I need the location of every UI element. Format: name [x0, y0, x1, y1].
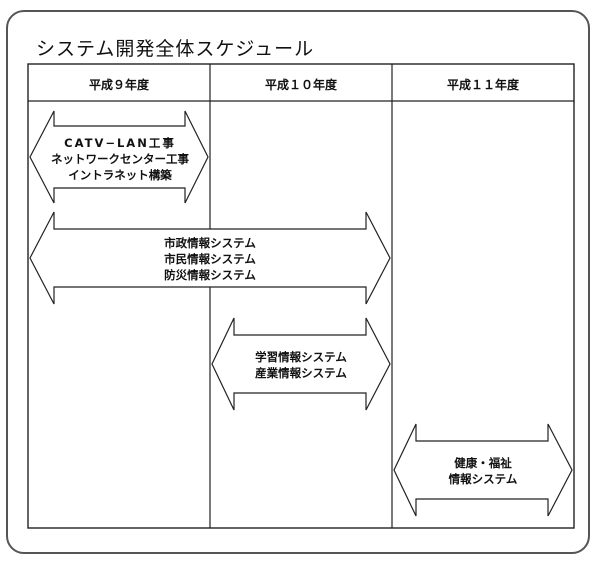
phase-line: 学習情報システム — [255, 350, 347, 364]
phase-arrow-h10 — [211, 317, 391, 411]
phase-line: 産業情報システム — [255, 366, 347, 380]
phase-label-h10: 学習情報システム 産業情報システム — [214, 349, 388, 381]
phase-line: 情報システム — [448, 472, 518, 486]
phase-line: イントラネット構築 — [68, 168, 172, 182]
phase-arrow-h11 — [393, 423, 573, 517]
phase-line: 市民情報システム — [164, 252, 256, 266]
phase-label-h11: 健康・福祉 情報システム — [396, 455, 570, 487]
phase-label-h9: CATV−LAN工事 ネットワークセンター工事 イントラネット構築 — [32, 135, 208, 183]
year-header-h9: 平成９年度 — [88, 78, 149, 92]
phase-line: 市政情報システム — [164, 236, 256, 250]
phase-line: CATV−LAN工事 — [64, 136, 176, 150]
phase-label-h9-h10: 市政情報システム 市民情報システム 防災情報システム — [110, 235, 310, 283]
year-header-h11: 平成１１年度 — [446, 78, 519, 92]
phase-line: ネットワークセンター工事 — [51, 152, 189, 166]
diagram-title: システム開発全体スケジュール — [36, 38, 315, 60]
phase-line: 防災情報システム — [164, 268, 256, 282]
phase-arrow-h9-h10 — [29, 211, 391, 305]
schedule-table-border — [27, 63, 575, 529]
year-header-h10: 平成１０年度 — [264, 78, 337, 92]
phase-arrow-h9 — [29, 110, 209, 204]
phase-line: 健康・福祉 — [454, 456, 512, 470]
